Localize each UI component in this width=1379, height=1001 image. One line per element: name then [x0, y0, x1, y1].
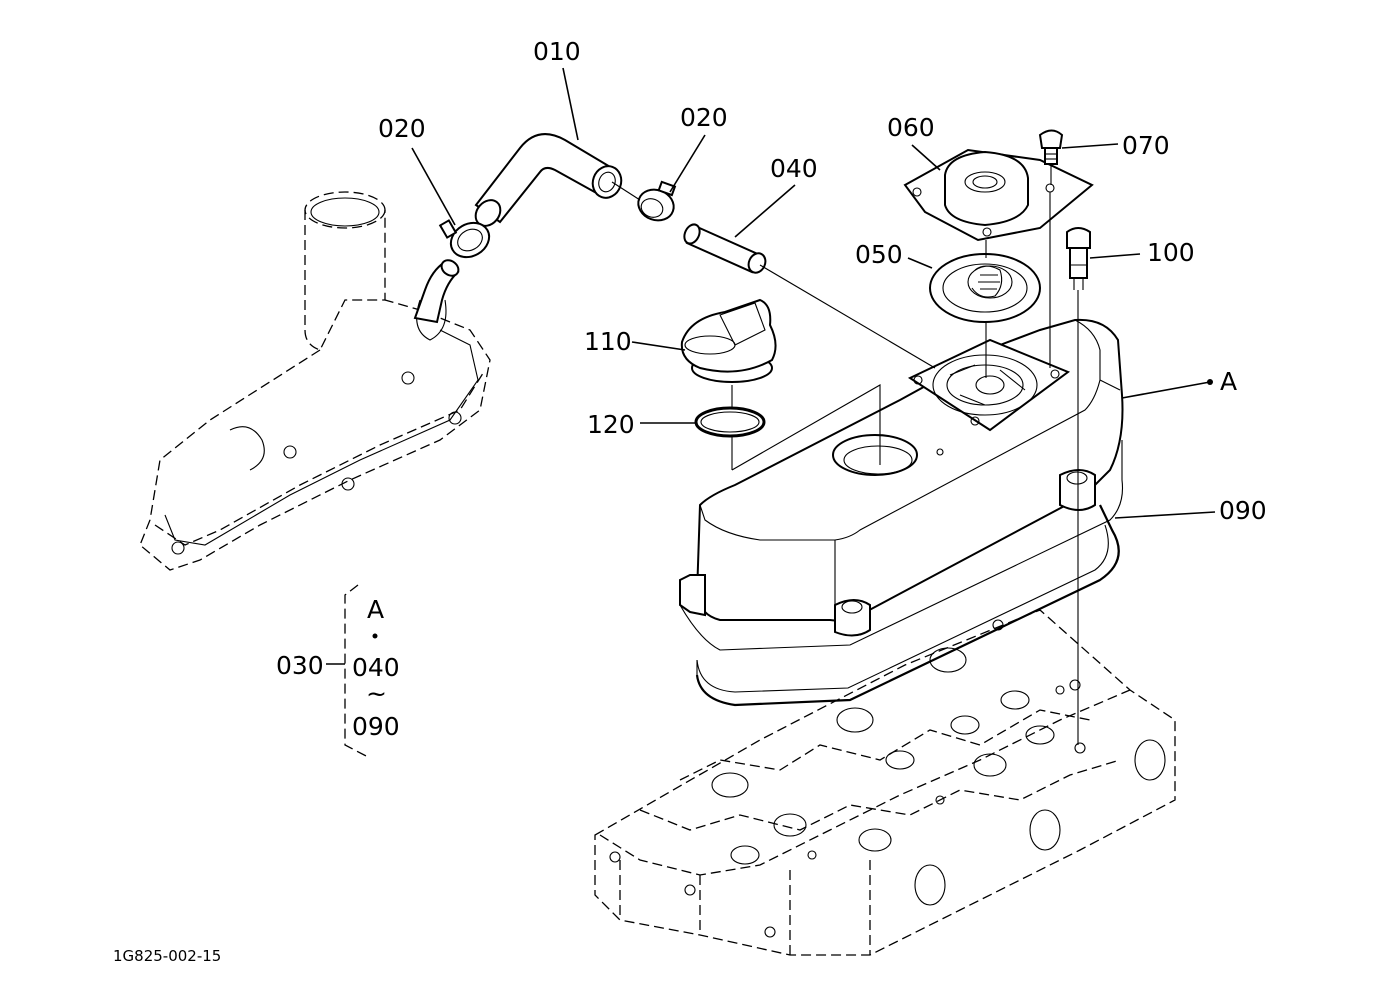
pipe-040	[683, 223, 767, 274]
screw-070	[1038, 129, 1064, 165]
group-to-090: 090	[352, 712, 400, 741]
breather-cover-060	[903, 148, 1094, 242]
group-dot	[372, 633, 378, 639]
label-a: A	[1220, 367, 1237, 396]
reference-dot-a	[1207, 379, 1213, 385]
label-070: 070	[1122, 131, 1170, 160]
group-top-a: A	[367, 595, 384, 624]
bolt-100	[1066, 227, 1091, 290]
group-range-tilde: ~	[366, 679, 387, 708]
assembly-group-030: 030 A 040 ~ 090	[276, 584, 400, 759]
cylinder-head	[594, 609, 1176, 956]
label-010: 010	[533, 37, 581, 66]
breather-plate-050	[929, 253, 1041, 323]
label-100: 100	[1147, 238, 1195, 267]
o-ring-120	[694, 406, 766, 438]
group-id-030: 030	[276, 651, 324, 680]
figure-code: 1G825-002-15	[113, 947, 221, 965]
label-050: 050	[855, 240, 903, 269]
cylinder-head-cover	[679, 318, 1124, 651]
label-040: 040	[770, 154, 818, 183]
gasket-090	[695, 504, 1120, 707]
label-120: 120	[587, 410, 635, 439]
oil-filler-cap-110	[680, 298, 777, 383]
leader-lines	[411, 67, 1216, 745]
label-060: 060	[887, 113, 935, 142]
label-020-right: 020	[680, 103, 728, 132]
part-labels: 010 020 020 040 050 060 070 100 110 120 …	[378, 37, 1267, 525]
group-from-040: 040	[352, 653, 400, 682]
water-flange-housing	[139, 191, 491, 571]
label-110: 110	[584, 327, 632, 356]
hose-010	[474, 133, 623, 227]
hose-clamp-020-left	[438, 219, 491, 259]
label-020-left: 020	[378, 114, 426, 143]
label-090: 090	[1219, 496, 1267, 525]
